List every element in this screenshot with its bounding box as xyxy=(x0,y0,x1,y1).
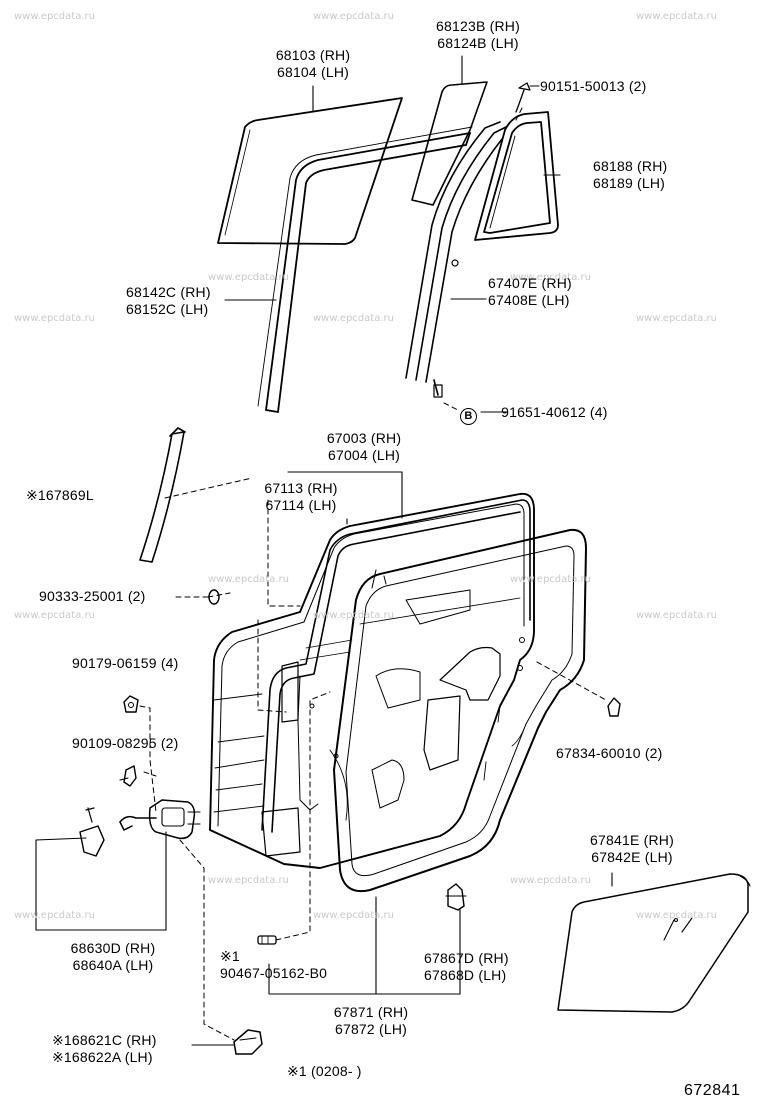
watermark: www.epcdata.ru xyxy=(510,272,591,283)
door-weatherstrip xyxy=(333,528,587,892)
watermark: www.epcdata.ru xyxy=(313,313,394,324)
service-hole-cover xyxy=(557,873,751,1013)
watermark: www.epcdata.ru xyxy=(14,610,95,621)
part-label-90333: 90333-25001 (2) xyxy=(39,588,146,604)
reference-mark-b: B xyxy=(460,408,477,425)
division-bar xyxy=(405,121,507,398)
plug-67834 xyxy=(607,697,621,717)
bolt-90109 xyxy=(119,765,137,787)
watermark: www.epcdata.ru xyxy=(208,574,289,585)
footnote: ※1 (0208- ) xyxy=(287,1063,362,1079)
part-label-68123b: 68123B (RH)68124B (LH) xyxy=(436,18,520,51)
watermark: www.epcdata.ru xyxy=(313,11,394,22)
watermark: www.epcdata.ru xyxy=(14,313,95,324)
dashed-lines xyxy=(139,107,607,1041)
watermark: www.epcdata.ru xyxy=(510,574,591,585)
part-label-68630d: 68630D (RH)68640A (LH) xyxy=(70,940,156,973)
watermark: www.epcdata.ru xyxy=(208,272,289,283)
belt-moulding xyxy=(139,427,186,563)
door-glass xyxy=(217,97,403,245)
part-label-68142c: 68142C (RH)68152C (LH) xyxy=(126,284,211,317)
clip-67867 xyxy=(445,883,467,911)
part-label-90179: 90179-06159 (4) xyxy=(72,655,179,671)
clip-90151 xyxy=(515,82,531,113)
door-frame-weatherstrip xyxy=(261,499,531,833)
part-label-67841e: 67841E (RH)67842E (LH) xyxy=(590,832,674,865)
diagram-code: 672841 xyxy=(684,1082,741,1099)
part-label-67834: 67834-60010 (2) xyxy=(556,745,663,761)
watermark: www.epcdata.ru xyxy=(14,11,95,22)
screw-90467 xyxy=(257,935,277,945)
part-label-167869l: ※167869L xyxy=(26,487,94,503)
watermark: www.epcdata.ru xyxy=(636,610,717,621)
door-panel xyxy=(209,492,535,869)
quarter-window-weatherstrip xyxy=(474,111,559,241)
part-label-68188: 68188 (RH)68189 (LH) xyxy=(593,158,668,191)
cap-168621 xyxy=(233,1029,263,1055)
glass-run-channel xyxy=(257,126,473,413)
leader-lines xyxy=(35,55,613,1046)
part-label-67867d: 67867D (RH)67868D (LH) xyxy=(424,950,509,983)
door-check xyxy=(119,799,201,840)
watermark: www.epcdata.ru xyxy=(208,875,289,886)
check-bracket xyxy=(79,807,105,857)
part-label-67003: 67003 (RH)67004 (LH) xyxy=(326,430,402,463)
watermark: www.epcdata.ru xyxy=(313,610,394,621)
part-label-90109: 90109-08295 (2) xyxy=(72,735,179,751)
watermark: www.epcdata.ru xyxy=(636,11,717,22)
part-label-168621c: ※168621C (RH)※168622A (LH) xyxy=(52,1032,157,1065)
bolt-90179 xyxy=(123,695,139,713)
part-label-67871: 67871 (RH)67872 (LH) xyxy=(333,1004,409,1037)
watermark: www.epcdata.ru xyxy=(636,910,717,921)
watermark: www.epcdata.ru xyxy=(313,910,394,921)
quarter-glass xyxy=(411,81,488,206)
watermark: www.epcdata.ru xyxy=(14,910,95,921)
watermark: www.epcdata.ru xyxy=(636,313,717,324)
part-label-67407e: 67407E (RH)67408E (LH) xyxy=(488,275,572,308)
part-label-90151: 90151-50013 (2) xyxy=(540,78,647,94)
watermark: www.epcdata.ru xyxy=(510,875,591,886)
part-label-68103: 68103 (RH)68104 (LH) xyxy=(275,47,351,80)
part-label-67113: 67113 (RH)67114 (LH) xyxy=(264,480,338,513)
part-label-91651: B 91651-40612 (4) xyxy=(460,404,608,425)
